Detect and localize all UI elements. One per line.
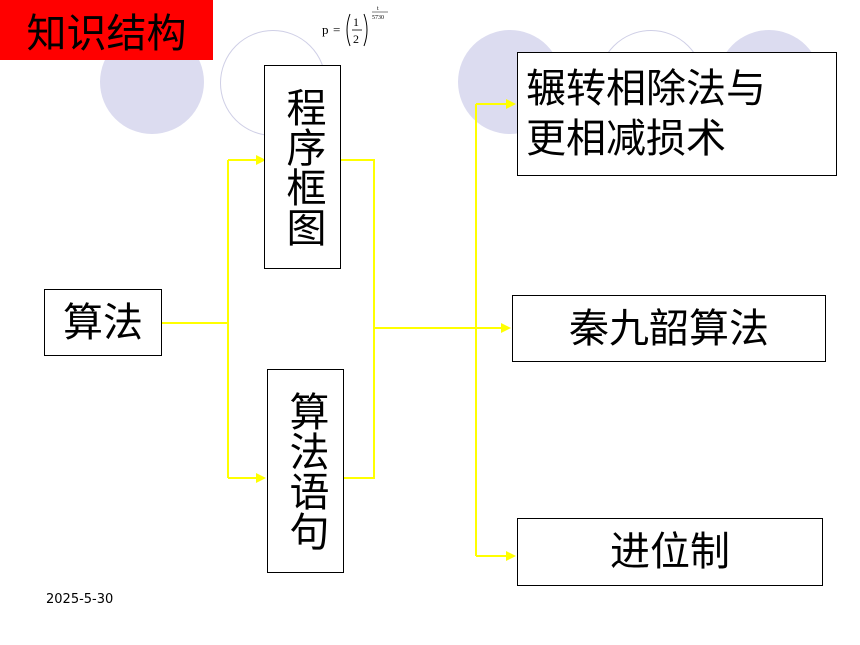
node-mid-top-label: 程序框图 (279, 87, 326, 247)
formula-exponent-denominator: 5730 (372, 15, 384, 21)
node-root-label: 算法 (63, 299, 143, 346)
connector-mid-merge (341, 159, 375, 479)
arrowhead (506, 99, 516, 109)
node-mid-bottom-label: 算法语句 (282, 391, 329, 551)
formula-denominator: 2 (353, 32, 359, 46)
arrowhead (256, 155, 266, 165)
arrowhead (256, 473, 266, 483)
node-right-bottom: 进位制 (517, 518, 823, 586)
footer-date: 2025-5-30 (46, 592, 114, 607)
section-title-text: 知识结构 (26, 11, 187, 57)
node-root: 算法 (44, 289, 162, 356)
formula-lhs: p (322, 22, 329, 37)
node-right-bottom-label: 进位制 (610, 529, 730, 575)
node-mid-top: 程序框图 (264, 65, 341, 269)
node-mid-bottom: 算法语句 (267, 369, 344, 573)
arrowhead (501, 323, 511, 333)
node-right-top: 辗转相除法与 更相减损术 (517, 52, 837, 176)
formula-eq: = (333, 22, 340, 37)
node-right-top-line2: 更相减损术 (526, 116, 726, 162)
node-right-top-line1: 辗转相除法与 (526, 66, 766, 112)
formula-numerator: 1 (353, 15, 359, 29)
section-title: 知识结构 (0, 0, 213, 60)
formula-exponent-numerator: t (377, 6, 379, 12)
formula: p = 1 2 t 5730 (322, 6, 388, 47)
node-right-mid: 秦九韶算法 (512, 295, 826, 362)
node-right-mid-label: 秦九韶算法 (569, 305, 769, 352)
arrowhead (506, 551, 516, 561)
